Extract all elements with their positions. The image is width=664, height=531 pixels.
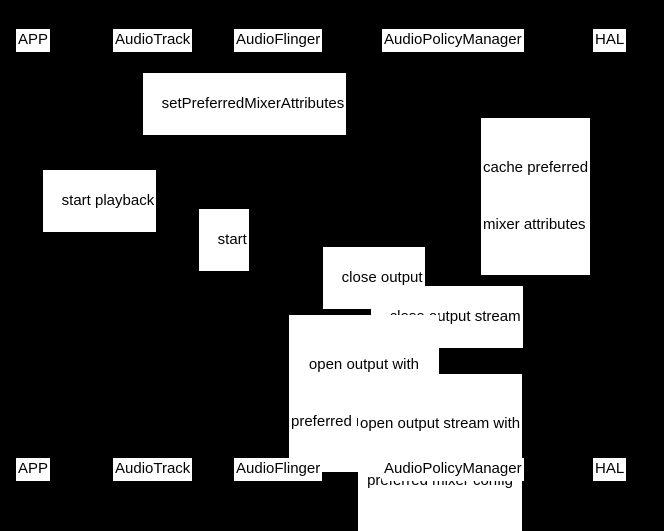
- sequence-diagram-canvas: APP AudioTrack AudioFlinger AudioPolicyM…: [16, 29, 627, 531]
- lifeline-hal: [610, 52, 611, 458]
- participant-audiotrack-bottom[interactable]: AudioTrack: [113, 458, 193, 481]
- participant-audiopolicymanager-top[interactable]: AudioPolicyManager: [382, 29, 524, 52]
- arrow-close-output-stream: [457, 311, 610, 312]
- message-set-preferred-mixer-attributes[interactable]: setPreferredMixerAttributes: [143, 73, 347, 135]
- participant-audiopolicymanager-bottom[interactable]: AudioPolicyManager: [382, 458, 524, 481]
- participant-hal-top[interactable]: HAL: [593, 29, 627, 52]
- arrow-cache-preferred-mixer-attributes: [457, 158, 481, 159]
- message-start[interactable]: start: [199, 209, 249, 271]
- message-line: start playback: [61, 192, 155, 209]
- participant-label: HAL: [595, 31, 625, 48]
- lifeline-audioflinger: [280, 52, 281, 458]
- message-line: open output with: [308, 356, 419, 373]
- participant-label: HAL: [595, 460, 625, 477]
- participant-label: AudioTrack: [115, 460, 191, 477]
- message-line: open output stream with: [360, 415, 521, 432]
- participant-label: AudioPolicyManager: [384, 460, 522, 477]
- lifeline-audiopolicymanager: [457, 52, 458, 458]
- participant-label: APP: [18, 460, 49, 477]
- lifeline-app: [35, 52, 36, 458]
- message-line: cache preferred: [483, 159, 589, 176]
- participant-label: APP: [18, 31, 49, 48]
- participant-app-top[interactable]: APP: [16, 29, 51, 52]
- participant-hal-bottom[interactable]: HAL: [593, 458, 627, 481]
- participant-audioflinger-top[interactable]: AudioFlinger: [234, 29, 323, 52]
- message-line: setPreferredMixerAttributes: [161, 95, 345, 112]
- message-start-playback[interactable]: start playback: [43, 170, 157, 232]
- message-line: mixer attributes: [483, 216, 586, 233]
- participant-label: AudioFlinger: [236, 31, 321, 48]
- participant-audiotrack-top[interactable]: AudioTrack: [113, 29, 193, 52]
- participant-audioflinger-bottom[interactable]: AudioFlinger: [234, 458, 323, 481]
- arrow-open-output-stream-with-preferred-mixer-config: [457, 419, 610, 420]
- message-line: start: [217, 231, 247, 248]
- participant-label: AudioFlinger: [236, 460, 321, 477]
- message-line: close output: [341, 269, 423, 286]
- participant-label: AudioPolicyManager: [384, 31, 522, 48]
- message-open-output-stream-with-preferred-mixer-config[interactable]: open output stream with preferred mixer …: [358, 374, 523, 531]
- participant-label: AudioTrack: [115, 31, 191, 48]
- participant-app-bottom[interactable]: APP: [16, 458, 51, 481]
- message-cache-preferred-mixer-attributes[interactable]: cache preferred mixer attributes: [481, 118, 591, 275]
- lifeline-audiotrack: [155, 52, 156, 458]
